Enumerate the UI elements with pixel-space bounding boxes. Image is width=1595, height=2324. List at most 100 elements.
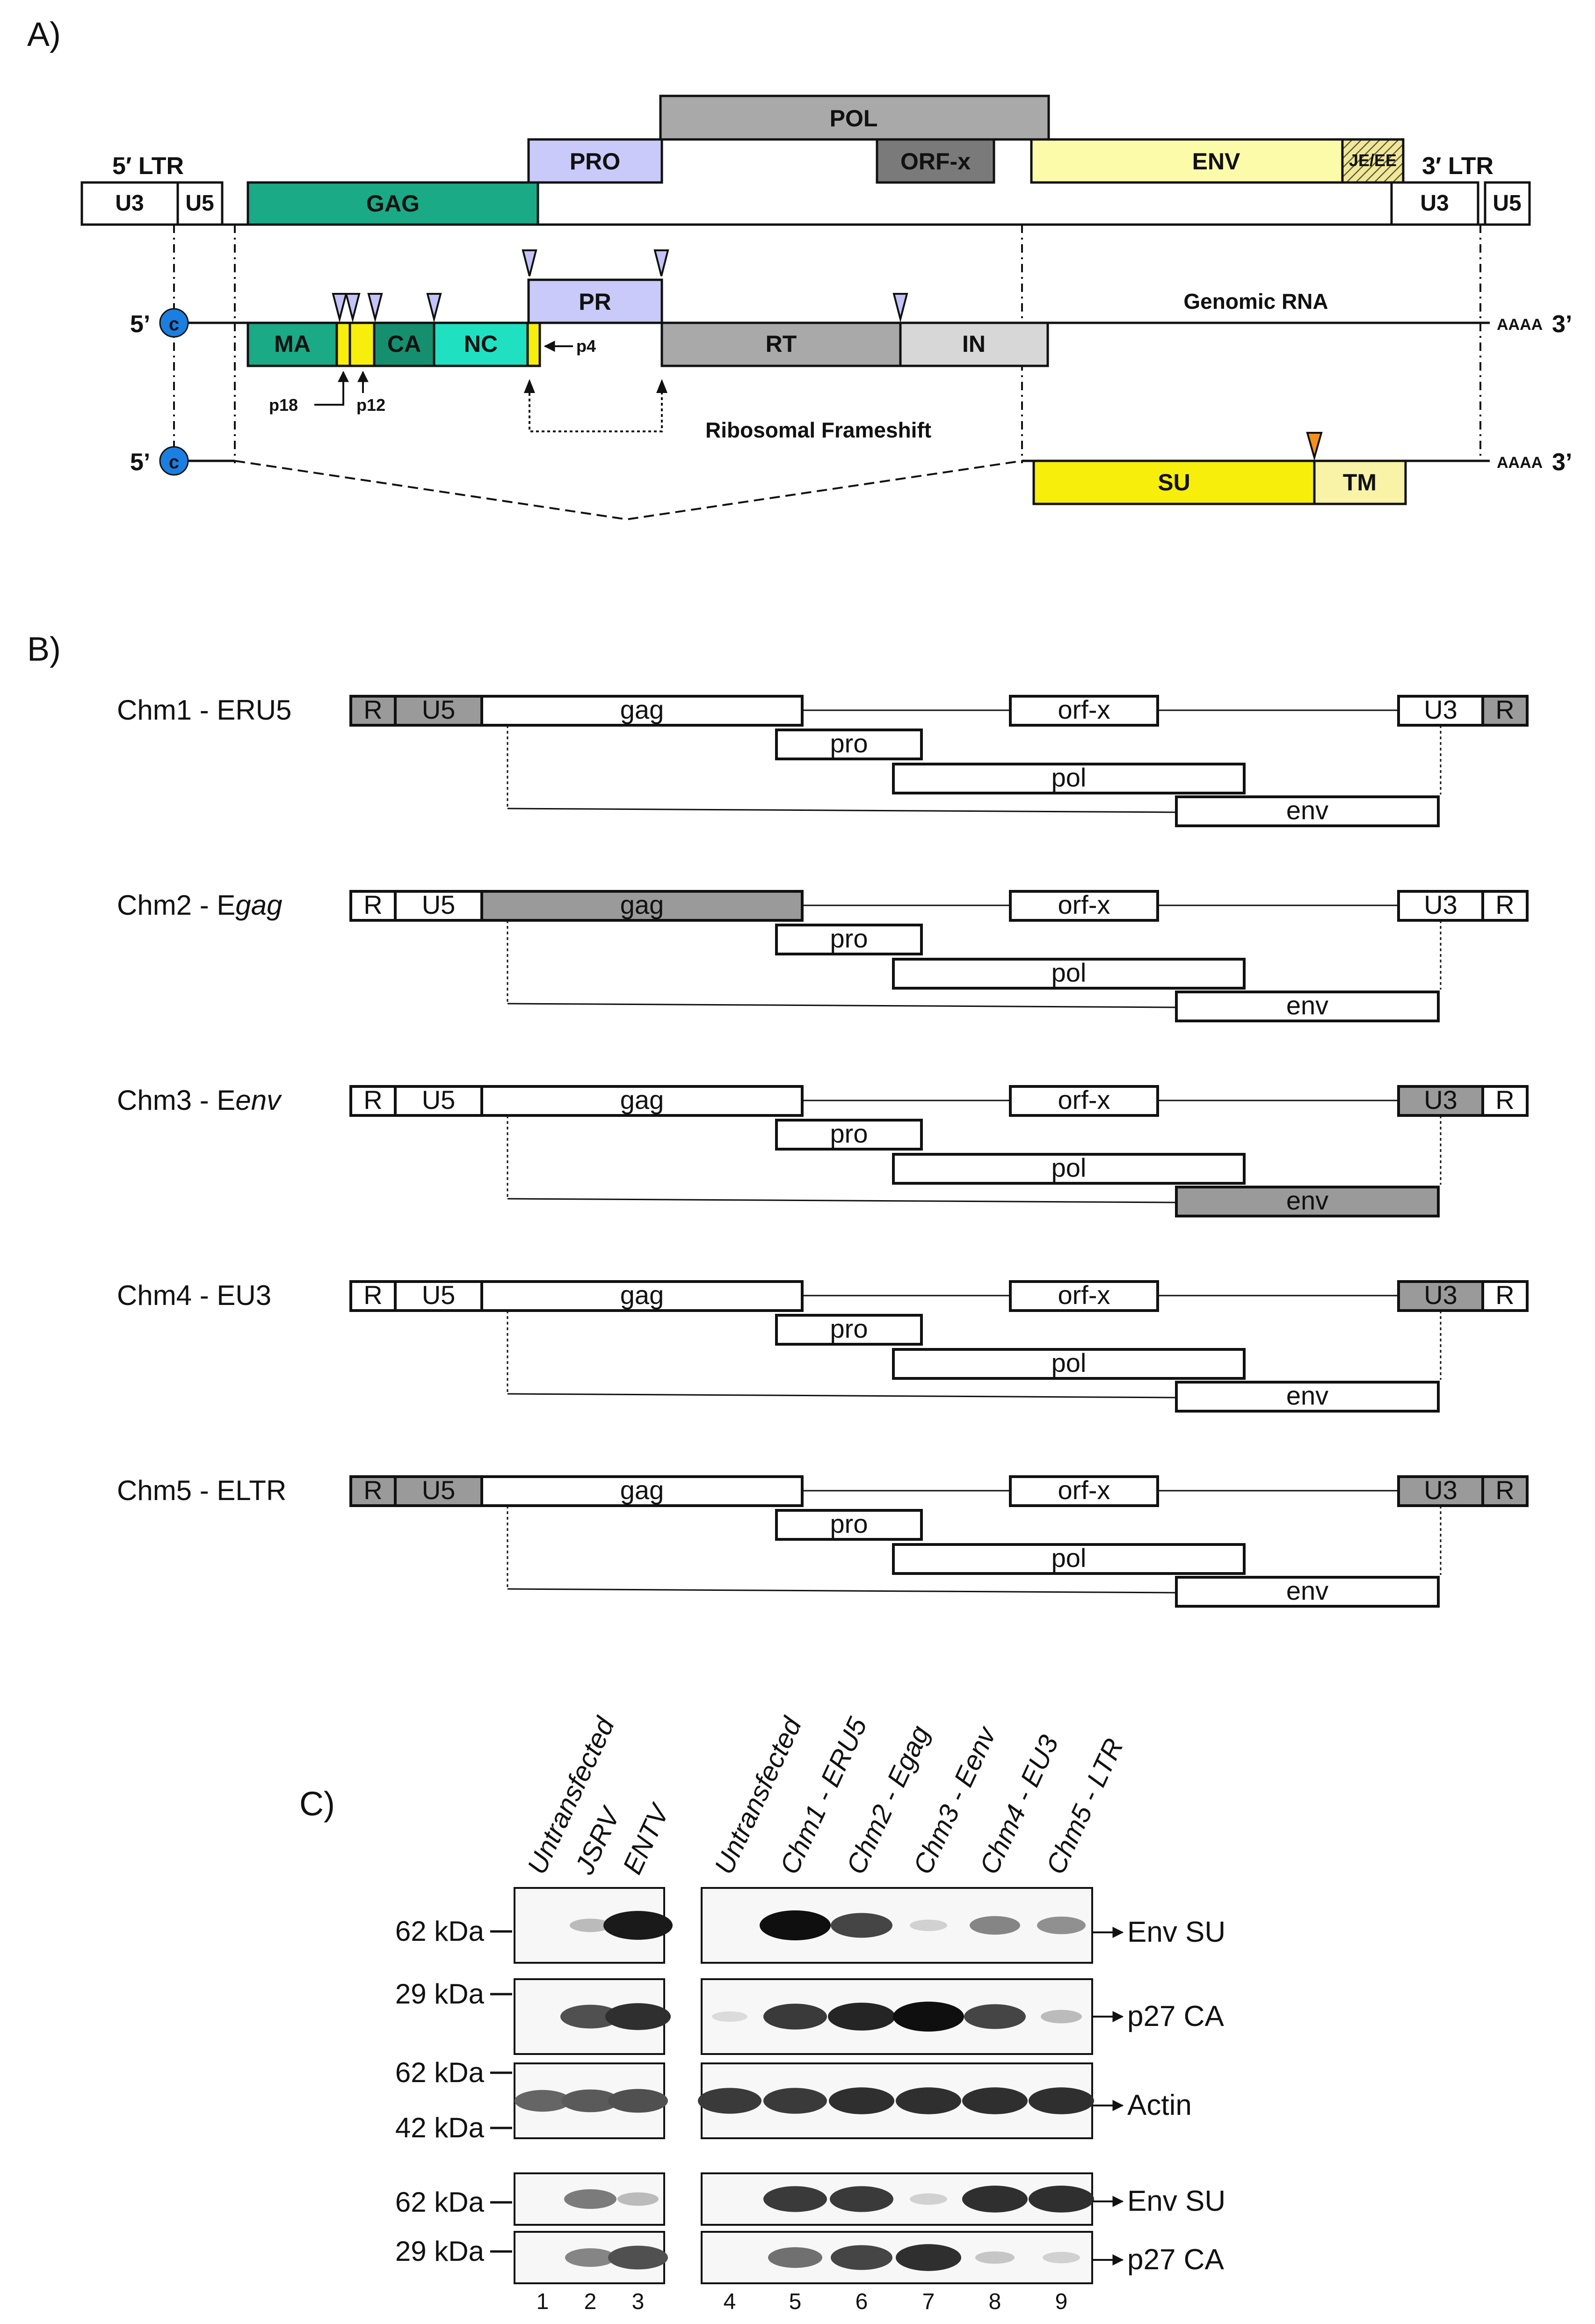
gag-box bbox=[246, 181, 539, 226]
gene-env bbox=[1175, 1381, 1440, 1413]
band bbox=[1029, 2186, 1094, 2213]
gene-label: pro bbox=[830, 1119, 868, 1148]
blot-row-3 bbox=[514, 2062, 1094, 2139]
pr-label: PR bbox=[579, 289, 611, 315]
band bbox=[565, 2248, 616, 2267]
rna-3prime-1: 3’ bbox=[1552, 311, 1572, 338]
gene-label: env bbox=[1286, 1381, 1328, 1410]
band bbox=[1043, 2251, 1080, 2264]
gene-label: R bbox=[1495, 695, 1514, 724]
lane-number-4: 4 bbox=[724, 2289, 736, 2314]
gene-label: U3 bbox=[1424, 1085, 1457, 1115]
band bbox=[831, 2245, 892, 2270]
band bbox=[962, 2087, 1028, 2114]
gene-label: R bbox=[363, 1280, 382, 1310]
gene-gag bbox=[480, 1085, 804, 1117]
gene-gag bbox=[480, 1280, 804, 1312]
gene-R3 bbox=[1481, 1280, 1529, 1312]
band bbox=[962, 2186, 1028, 2213]
gag-label: GAG bbox=[366, 190, 420, 217]
band-label-2: p27 CA bbox=[1127, 2000, 1224, 2033]
band bbox=[896, 2087, 961, 2114]
gene-pol bbox=[892, 958, 1246, 990]
gene-label: orf-x bbox=[1058, 890, 1110, 919]
panel-c-label: C) bbox=[299, 1785, 335, 1823]
band bbox=[605, 2003, 671, 2030]
tm-label: TM bbox=[1343, 469, 1377, 495]
gene-R3 bbox=[1481, 890, 1529, 922]
gene-label: pol bbox=[1051, 958, 1087, 987]
band bbox=[1037, 1916, 1086, 1934]
gene-label: gag bbox=[620, 695, 664, 724]
western-blots bbox=[514, 1887, 1094, 2284]
band bbox=[1041, 2010, 1082, 2024]
gene-pro bbox=[775, 729, 923, 760]
gene-label: R bbox=[363, 695, 382, 724]
band bbox=[910, 2193, 947, 2205]
band bbox=[564, 2189, 616, 2209]
gene-pro bbox=[775, 1509, 923, 1541]
band bbox=[830, 2186, 893, 2212]
gene-label: U3 bbox=[1424, 890, 1457, 919]
pol-box bbox=[659, 95, 1050, 141]
lane-number-2: 2 bbox=[584, 2289, 597, 2314]
frameshift-label: Ribosomal Frameshift bbox=[705, 418, 931, 442]
panel-a: A) 5′ LTR 3′ LTR U3 U5 GAG PRO POL ORF-x… bbox=[27, 16, 1572, 521]
gene-env bbox=[1175, 1186, 1440, 1217]
panel-b-label: B) bbox=[27, 631, 61, 668]
band bbox=[603, 1911, 673, 1940]
blot-row-5 bbox=[514, 2231, 1093, 2284]
gene-label: orf-x bbox=[1058, 1280, 1110, 1310]
polya-2: AAAA bbox=[1497, 454, 1543, 472]
in-label: IN bbox=[962, 331, 986, 357]
gene-label: U5 bbox=[422, 890, 456, 919]
band bbox=[829, 2087, 894, 2114]
gene-env bbox=[1175, 795, 1440, 827]
ltr5-u5: U5 bbox=[185, 191, 214, 216]
gene-pol bbox=[892, 1348, 1246, 1380]
band bbox=[970, 1916, 1020, 1935]
rt-label: RT bbox=[766, 331, 797, 357]
gene-R3 bbox=[1481, 695, 1529, 727]
gene-label: gag bbox=[620, 1475, 664, 1505]
ltr3-label: 3′ LTR bbox=[1422, 153, 1494, 180]
marker-6: 29 kDa bbox=[395, 2236, 485, 2267]
gene-R3 bbox=[1481, 1475, 1529, 1507]
cap-1: c bbox=[169, 314, 179, 335]
band bbox=[828, 2003, 895, 2031]
ltr5-u3: U3 bbox=[115, 191, 144, 216]
gene-pro bbox=[775, 1119, 923, 1151]
band bbox=[561, 2089, 619, 2113]
rna-5prime: 5’ bbox=[130, 311, 150, 338]
band bbox=[763, 2186, 827, 2212]
construct-name: Chm3 - Eenv bbox=[117, 1085, 282, 1116]
ma-label: MA bbox=[274, 331, 311, 357]
gene-R5 bbox=[349, 695, 397, 727]
gene-label: env bbox=[1286, 991, 1328, 1020]
marker-1: 62 kDa bbox=[395, 1916, 485, 1947]
gene-label: R bbox=[1495, 1475, 1514, 1505]
marker-4: 42 kDa bbox=[395, 2112, 485, 2143]
band bbox=[975, 2251, 1015, 2264]
ltr3-u3: U3 bbox=[1420, 191, 1449, 216]
gene-orfx bbox=[1009, 890, 1159, 922]
gene-pol bbox=[892, 1153, 1246, 1185]
gene-gag bbox=[480, 695, 804, 727]
band bbox=[763, 2003, 827, 2030]
band bbox=[893, 2002, 964, 2032]
marker-2: 29 kDa bbox=[395, 1978, 485, 2010]
gene-label: pol bbox=[1051, 1543, 1087, 1573]
pro-label: PRO bbox=[570, 148, 620, 175]
band bbox=[560, 2004, 620, 2029]
cleavage-sites bbox=[332, 249, 908, 323]
